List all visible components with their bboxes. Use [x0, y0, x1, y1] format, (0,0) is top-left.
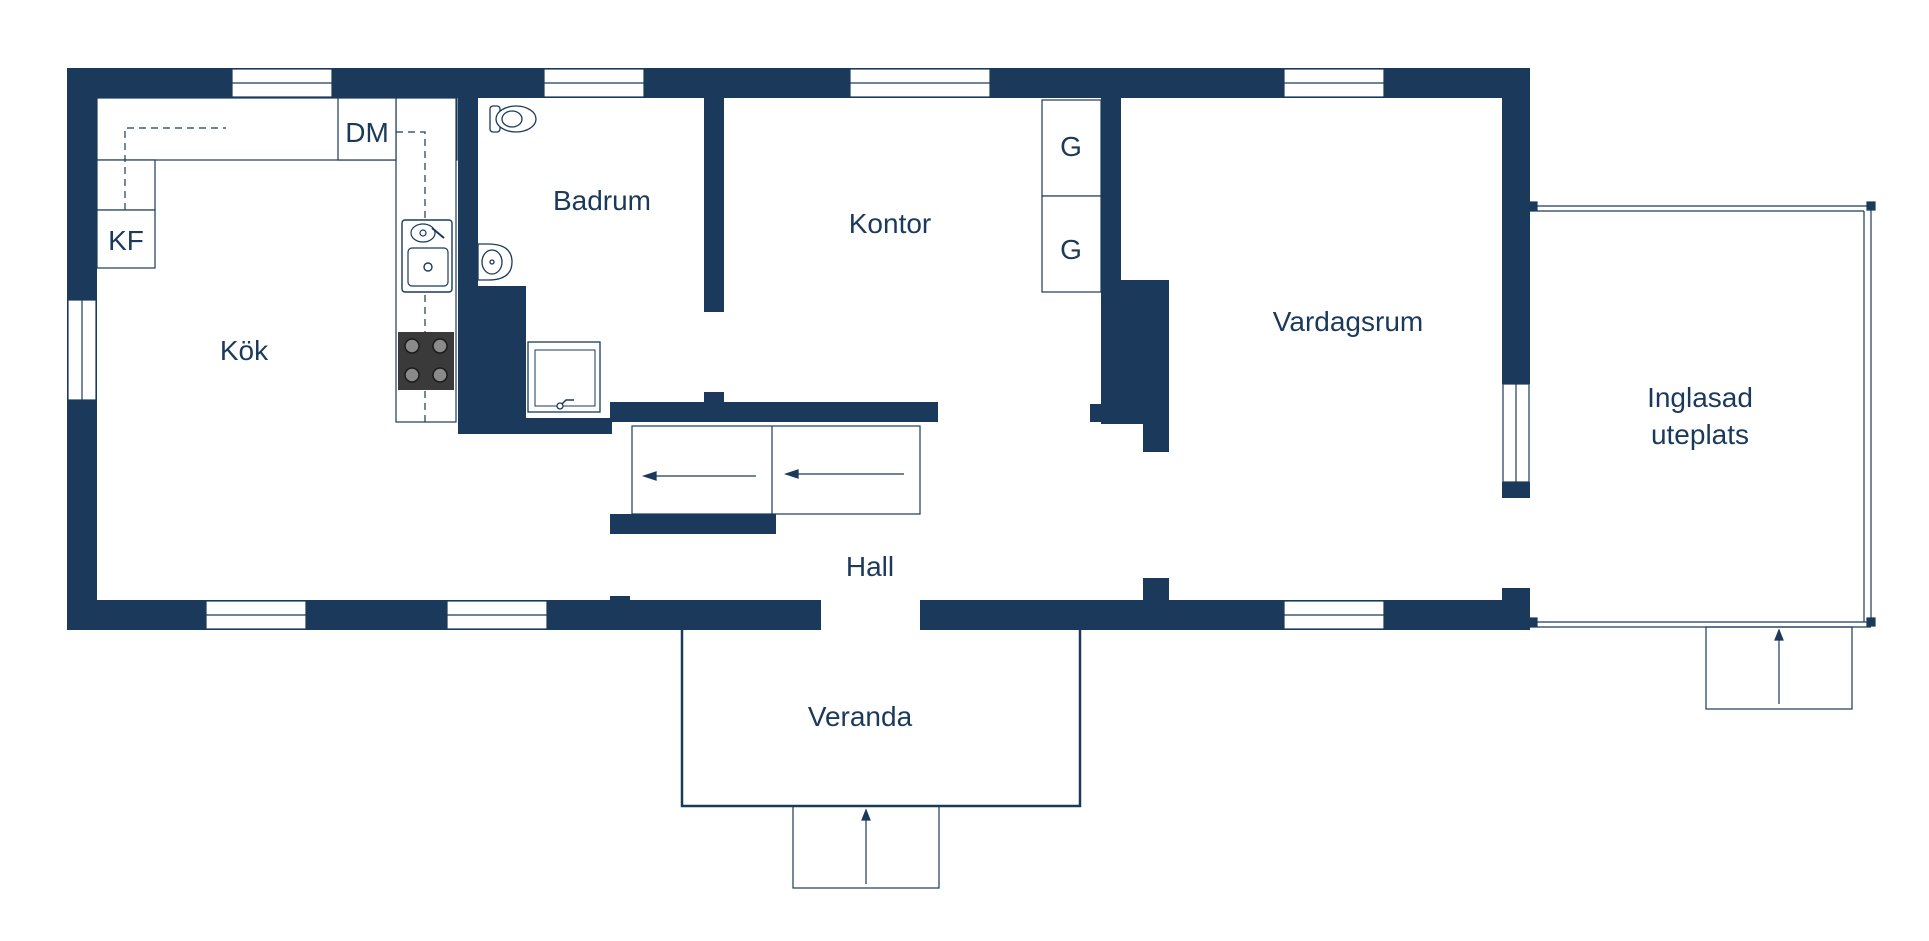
wardrobes: [1041, 99, 1102, 293]
wall-bottom-right: [920, 600, 1530, 630]
wall-hall-lower: [610, 514, 776, 534]
wall-hall-upper: [610, 402, 938, 422]
toilet-icon: [489, 105, 537, 133]
wall-hall-stub: [1143, 578, 1169, 602]
wall-bath-block: [458, 286, 526, 434]
wall-bath-office: [704, 97, 724, 312]
wall-bottom-left: [67, 600, 821, 630]
wardrobe-label-bottom: G: [1060, 234, 1082, 265]
entry-arrow-icon: [1774, 628, 1784, 704]
sink-icon: [401, 219, 453, 293]
fireplace-ledge: [1090, 404, 1130, 422]
hall-sliding-wardrobe: [631, 425, 921, 515]
wall-right-mid: [1502, 482, 1530, 498]
room-label-badrum: Badrum: [553, 185, 651, 216]
dishwasher-label: DM: [345, 117, 389, 148]
wall-bath-bottom: [458, 418, 612, 434]
wardrobe-top: [1041, 99, 1102, 197]
room-label-kontor: Kontor: [849, 208, 932, 239]
wall-right-upper: [1502, 68, 1530, 384]
veranda: [680, 630, 1082, 889]
patio-steps: [1705, 626, 1853, 710]
wardrobe-label-top: G: [1060, 131, 1082, 162]
room-label-veranda: Veranda: [808, 701, 913, 732]
room-label-inglasad: Inglasad: [1647, 382, 1753, 413]
wardrobe-bottom: [1041, 195, 1102, 293]
glazed-patio: [1528, 201, 1876, 710]
interior-walls: [458, 97, 1169, 602]
dishwasher-box: [337, 97, 397, 161]
fridge-freezer-label: KF: [108, 225, 144, 256]
fireplace-block: [1101, 280, 1169, 424]
sliding-door-arrow-icon: [641, 469, 904, 481]
kitchen-counter-left: [96, 159, 156, 211]
room-label-hall: Hall: [846, 551, 894, 582]
fireplace-lower: [1143, 420, 1169, 452]
fridge-freezer-box: [96, 209, 156, 269]
wall-right-low: [1502, 588, 1530, 630]
overhead-cabinet-dashes: [124, 127, 426, 422]
washbasin-icon: [477, 243, 513, 281]
wall-bottom-stub: [610, 596, 630, 602]
entry-arrow-icon: [861, 808, 871, 884]
room-label-vardagsrum: Vardagsrum: [1273, 306, 1423, 337]
wall-stub-small: [704, 392, 724, 404]
room-label-kok: Kök: [220, 335, 269, 366]
shower-icon: [527, 341, 601, 413]
room-label-uteplats: uteplats: [1651, 419, 1749, 450]
windows: [67, 68, 1530, 630]
veranda-steps: [792, 805, 940, 889]
stove-icon: [398, 332, 454, 390]
